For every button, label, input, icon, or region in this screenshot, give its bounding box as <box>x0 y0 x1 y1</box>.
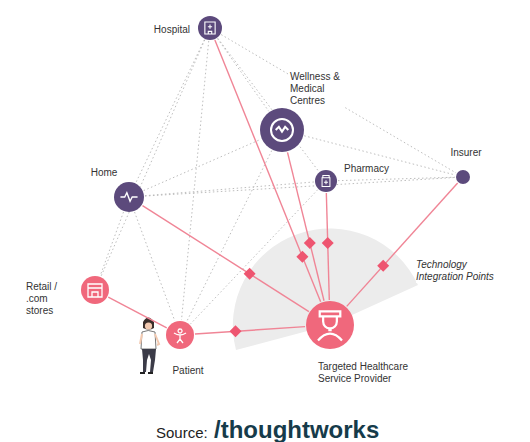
node-icon <box>88 284 102 297</box>
pink-node: Retail / .com stores <box>81 276 109 304</box>
integration-point <box>377 260 389 272</box>
node-shape <box>81 276 109 304</box>
integration-point <box>244 268 256 280</box>
node-shape <box>315 170 337 192</box>
node-shape <box>166 321 194 349</box>
integration-zone <box>233 228 418 350</box>
relation-line <box>181 41 208 320</box>
integration-point <box>304 237 316 249</box>
node-circle <box>456 170 470 184</box>
node-label: Home <box>89 167 120 179</box>
relation-line <box>221 35 456 173</box>
node-label: Patient <box>170 365 205 377</box>
node-circle <box>81 276 109 304</box>
node-icon <box>271 119 293 141</box>
node-icon <box>205 22 215 34</box>
pink-node: Targeted Healthcare Service Provider <box>306 301 354 349</box>
node-icon <box>318 311 342 340</box>
node-circle <box>306 301 354 349</box>
node-shape <box>198 16 222 40</box>
relation-line <box>136 40 204 183</box>
node-label: Wellness & Medical Centres <box>288 71 354 107</box>
node-shape <box>114 182 144 212</box>
node-label: Hospital <box>152 24 192 36</box>
patient-figure <box>140 318 159 374</box>
logo-text: /thoughtworks <box>214 415 379 442</box>
node-circle <box>166 321 194 349</box>
relation-line <box>217 39 268 112</box>
relation-line <box>145 177 455 196</box>
source-label: Source: <box>156 424 208 442</box>
integration-line <box>347 183 458 306</box>
node-circle <box>114 182 144 212</box>
relation-line <box>135 212 175 321</box>
purple-node: Hospital <box>198 16 222 40</box>
relation-line <box>145 182 314 196</box>
pink-node: Patient <box>166 321 194 349</box>
node-shape <box>456 170 470 184</box>
node-icon <box>322 176 330 187</box>
node-label: Retail / .com stores <box>24 281 68 317</box>
node-circle <box>260 108 304 152</box>
zone-label: Technology Integration Points <box>416 259 498 283</box>
relation-line <box>187 151 272 322</box>
relation-line <box>304 136 455 175</box>
node-label: Targeted Healthcare Service Provider <box>316 361 432 385</box>
node-shape <box>260 108 304 152</box>
integration-line <box>142 206 308 312</box>
node-circle <box>198 16 222 40</box>
node-label: Insurer <box>448 147 483 159</box>
purple-node: Pharmacy <box>315 170 337 192</box>
relation-line <box>190 190 317 324</box>
integration-point <box>230 325 242 337</box>
node-label: Pharmacy <box>342 163 391 175</box>
purple-node: Home <box>114 182 144 212</box>
node-shape <box>306 301 354 349</box>
node-icon <box>120 193 137 202</box>
node-circle <box>315 170 337 192</box>
integration-point <box>296 251 308 263</box>
purple-node: Insurer <box>456 170 470 184</box>
integration-line <box>195 327 305 334</box>
relation-line <box>100 212 123 276</box>
integration-point <box>322 237 334 249</box>
relation-line <box>144 139 261 190</box>
integration-line <box>108 297 166 328</box>
node-icon <box>174 329 186 343</box>
purple-node: Wellness & Medical Centres <box>260 108 304 152</box>
relation-line <box>338 177 455 180</box>
